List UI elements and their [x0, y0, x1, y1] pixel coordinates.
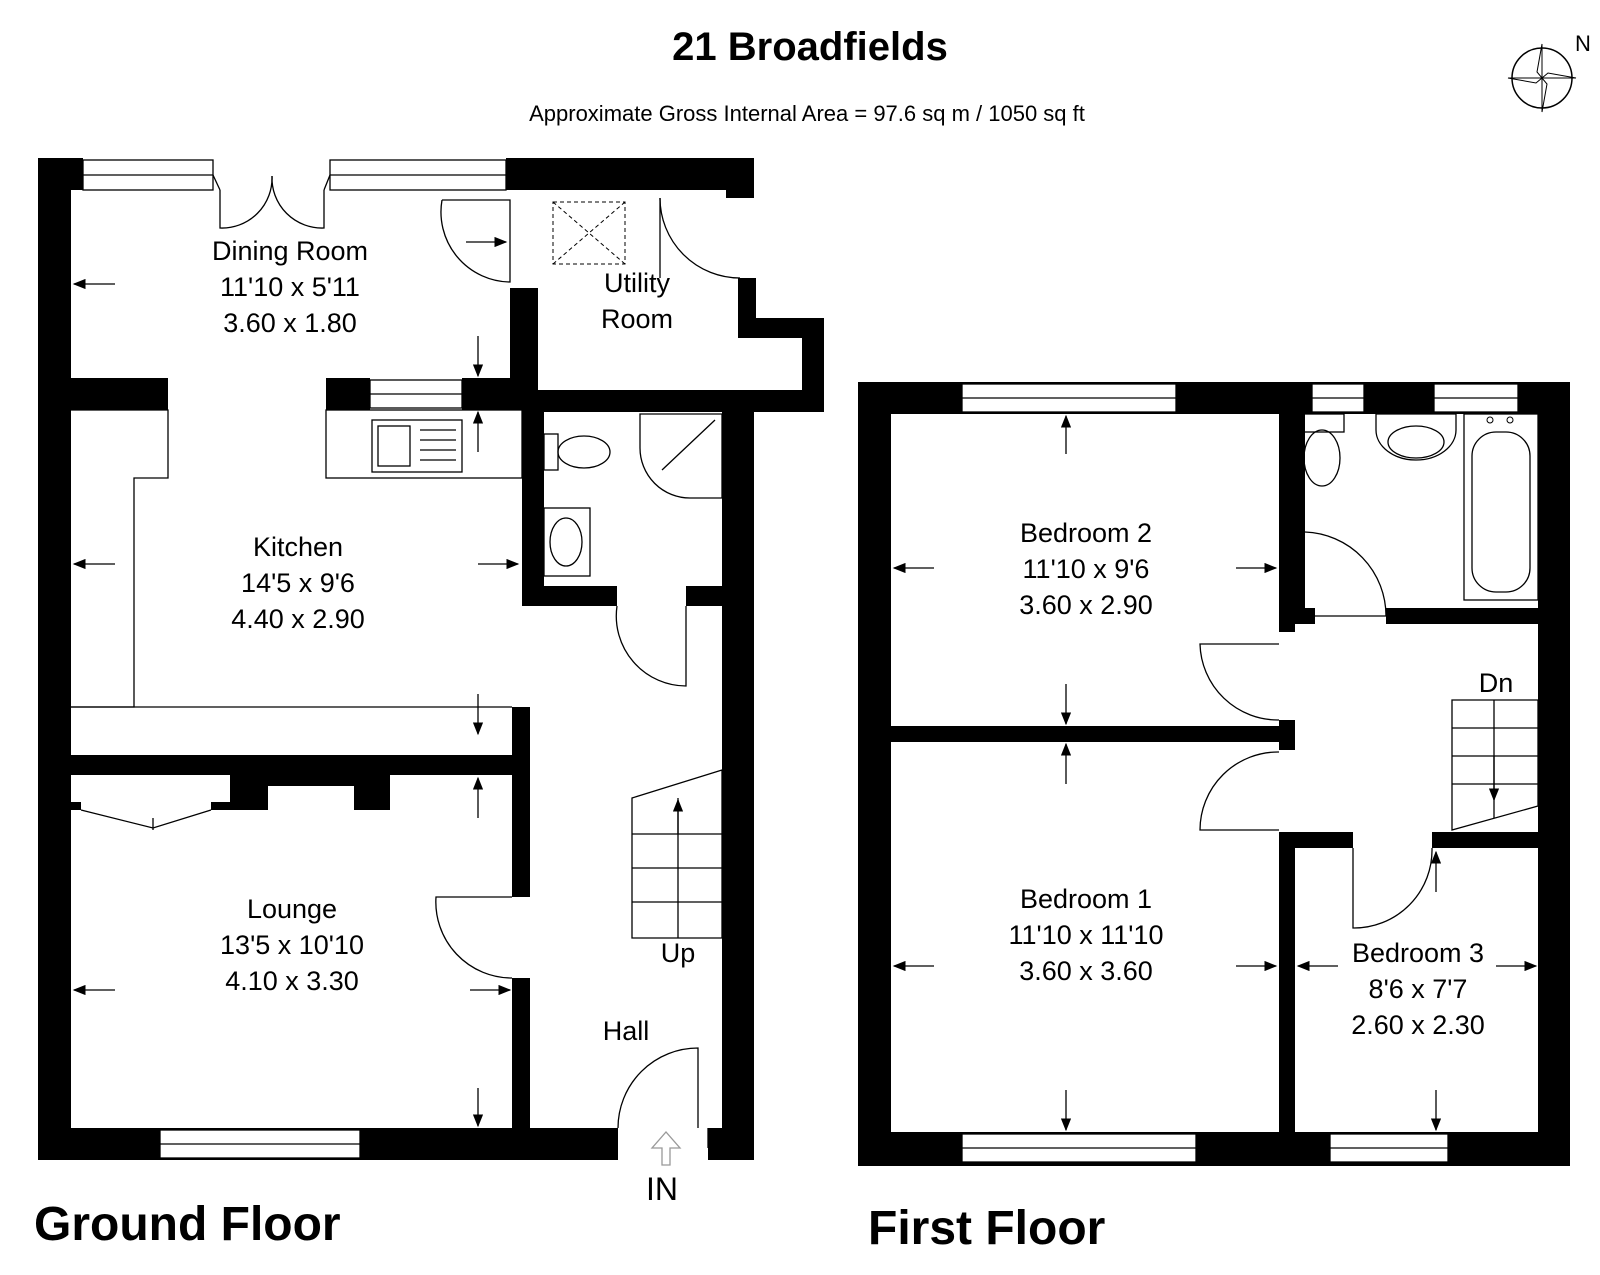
entrance-label: IN: [646, 1171, 678, 1207]
compass-north-label: N: [1575, 31, 1591, 56]
dining-room-name: Dining Room: [212, 236, 368, 266]
area-subtitle: Approximate Gross Internal Area = 97.6 s…: [529, 101, 1085, 126]
first-stairs-label: Dn: [1479, 668, 1514, 698]
first-floor-label: First Floor: [868, 1202, 1105, 1255]
bedroom-2-metric: 3.60 x 2.90: [1019, 590, 1153, 620]
bedroom-2-door: [1199, 643, 1280, 721]
ground-stairs-label: Up: [661, 938, 696, 968]
ground-floor-windows: [82, 159, 507, 1159]
bedroom-3-metric: 2.60 x 2.30: [1351, 1010, 1485, 1040]
compass-icon: [1507, 43, 1577, 113]
utility-room-name-line2: Room: [601, 304, 673, 334]
bedroom-1-metric: 3.60 x 3.60: [1019, 956, 1153, 986]
utility-room-name-line1: Utility: [604, 268, 670, 298]
wc-fixtures: [543, 413, 723, 577]
kitchen-imperial: 14'5 x 9'6: [241, 568, 355, 598]
bedroom-3-imperial: 8'6 x 7'7: [1369, 974, 1468, 1004]
utility-inner-door: [440, 199, 511, 283]
lounge-name: Lounge: [247, 894, 337, 924]
bedroom-2-name: Bedroom 2: [1020, 518, 1152, 548]
first-floor-windows: [961, 383, 1519, 1163]
lounge-door: [435, 896, 513, 979]
kitchen-metric: 4.40 x 2.90: [231, 604, 365, 634]
front-door[interactable]: [617, 1047, 699, 1129]
ground-floor-walls: [38, 158, 824, 1160]
skylight-icon: [552, 201, 626, 265]
utility-outer-door: [659, 197, 741, 279]
french-doors: [212, 174, 331, 229]
wardrobe-doors: [80, 809, 212, 829]
kitchen-name: Kitchen: [253, 532, 343, 562]
lounge-imperial: 13'5 x 10'10: [220, 930, 364, 960]
bedroom-1-door: [1199, 751, 1280, 831]
bedroom-3-name: Bedroom 3: [1352, 938, 1484, 968]
kitchen-worktop: [71, 409, 523, 708]
bedroom-1-name: Bedroom 1: [1020, 884, 1152, 914]
plan-title: 21 Broadfields: [672, 25, 948, 69]
bedroom-2-imperial: 11'10 x 9'6: [1023, 554, 1150, 584]
ground-floor-label: Ground Floor: [34, 1198, 341, 1251]
bedroom-3-door: [1352, 847, 1433, 929]
ground-stairs: [631, 769, 723, 939]
first-floor-walls: [858, 382, 1570, 1166]
bathroom-fixtures: [1299, 413, 1539, 601]
bedroom-1-imperial: 11'10 x 11'10: [1009, 920, 1164, 950]
dining-room-imperial: 11'10 x 5'11: [220, 272, 360, 302]
entrance-arrow-icon: [650, 1131, 682, 1166]
lounge-metric: 4.10 x 3.30: [225, 966, 359, 996]
bathroom-door: [1304, 531, 1387, 617]
first-floor-stairs: [1451, 699, 1539, 831]
hall-name: Hall: [603, 1016, 650, 1046]
dining-room-metric: 3.60 x 1.80: [223, 308, 357, 338]
wc-door: [615, 605, 687, 687]
first-dimension-arrows: [892, 414, 1538, 1132]
ground-dimension-arrows: [72, 236, 520, 1128]
